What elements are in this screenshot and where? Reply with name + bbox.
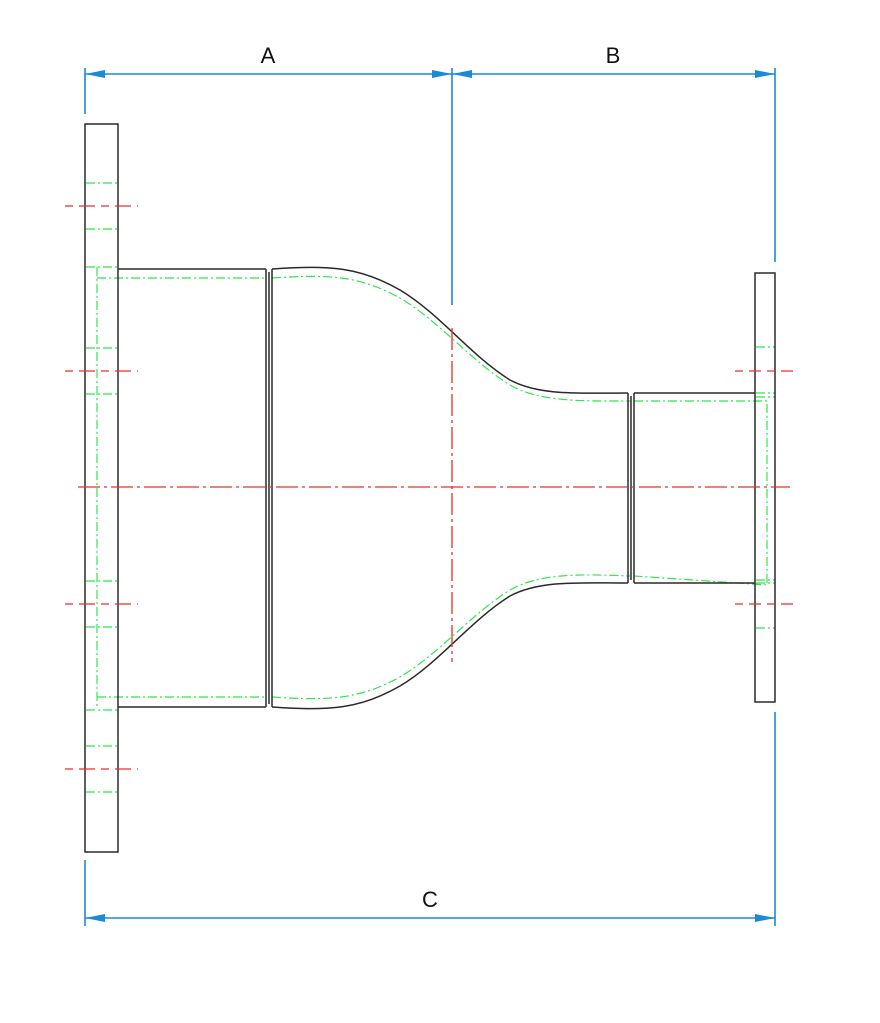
dimension-c-label: C (422, 887, 438, 912)
small-pipe (634, 392, 755, 584)
large-pipe (118, 268, 266, 708)
dimension-a-label: A (261, 43, 276, 68)
reducer-top (271, 266, 629, 394)
dimension-b-label: B (606, 43, 621, 68)
large-flange (84, 123, 119, 853)
center-lines (65, 205, 795, 770)
small-weld (627, 393, 635, 583)
dimension-c: C (84, 712, 776, 926)
dimension-a: A (84, 43, 453, 305)
large-weld (265, 269, 273, 707)
hidden-lines (86, 182, 775, 793)
reducer-bottom (271, 582, 629, 710)
dimension-b: B (452, 43, 776, 262)
part-outline (84, 123, 776, 853)
